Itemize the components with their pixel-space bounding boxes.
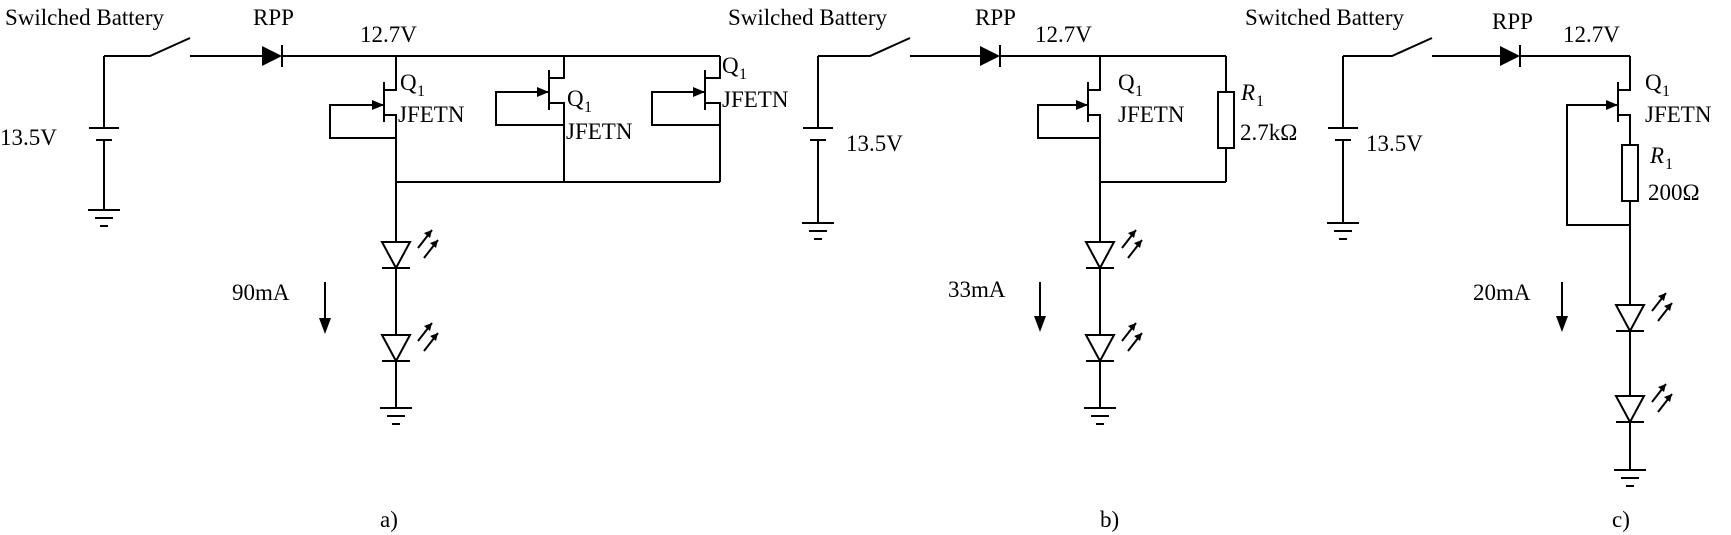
diode-label: RPP <box>975 5 1016 30</box>
jfet-type: JFETN <box>1118 102 1185 127</box>
diode-label: RPP <box>1492 9 1533 34</box>
node-voltage: 12.7V <box>360 22 417 47</box>
jfet-ref-sub: 1 <box>417 83 425 100</box>
led <box>1084 322 1143 408</box>
jfet-type: JFETN <box>1645 102 1712 127</box>
jfet-ref: Q <box>567 86 584 111</box>
jfet-ref: Q <box>722 53 739 78</box>
battery <box>88 56 120 227</box>
circuit-a: Swilched Battery RPP 12.7V 13.5V <box>0 5 789 532</box>
resistor-ref: R <box>1649 143 1664 168</box>
jfet-ref-sub: 1 <box>584 99 592 116</box>
rpp-diode <box>980 45 1100 67</box>
jfet-ref: Q <box>1645 70 1662 95</box>
resistor-value: 2.7kΩ <box>1240 120 1297 145</box>
battery-voltage: 13.5V <box>846 131 903 156</box>
switch-label: Swilched Battery <box>728 5 888 30</box>
current-arrow <box>319 282 331 334</box>
jfet-q1: Q 1 JFETN <box>495 56 633 144</box>
ground-symbol <box>1084 407 1116 425</box>
jfet-type: JFETN <box>566 119 633 144</box>
node-voltage: 12.7V <box>1563 22 1620 47</box>
battery-switch <box>1343 37 1500 57</box>
battery <box>802 56 834 240</box>
resistor-ref: R <box>1240 80 1255 105</box>
jfet-ref: Q <box>400 70 417 95</box>
rpp-diode <box>262 45 396 67</box>
led <box>1614 383 1673 470</box>
current-label: 90mA <box>232 280 290 305</box>
caption: c) <box>1612 507 1630 532</box>
battery-voltage: 13.5V <box>0 125 57 150</box>
jfet-q1: Q 1 JFETN <box>651 53 789 182</box>
ground-symbol <box>1614 469 1646 487</box>
current-arrow <box>1556 282 1568 332</box>
jfet-ref-sub: 1 <box>1662 83 1670 100</box>
current-label: 20mA <box>1473 280 1531 305</box>
ground-symbol <box>380 407 412 425</box>
rpp-diode <box>1500 45 1630 67</box>
led <box>1614 292 1673 396</box>
led <box>1084 229 1143 335</box>
caption: a) <box>380 507 398 532</box>
jfet-type: JFETN <box>722 87 789 112</box>
resistor-ref-sub: 1 <box>1256 93 1264 110</box>
current-label: 33mA <box>948 277 1006 302</box>
battery-switch <box>818 37 980 57</box>
jfet-ref: Q <box>1118 70 1135 95</box>
jfet-ref-sub: 1 <box>739 66 747 83</box>
switch-label: Switched Battery <box>1245 5 1405 30</box>
led <box>380 229 439 335</box>
current-arrow <box>1034 282 1046 332</box>
switch-label: Swilched Battery <box>5 5 165 30</box>
battery-voltage: 13.5V <box>1366 131 1423 156</box>
resistor-r1: R 1 200Ω <box>1621 143 1700 305</box>
jfet-q1: Q 1 JFETN <box>1037 56 1185 182</box>
node-voltage: 12.7V <box>1035 22 1092 47</box>
battery-switch <box>104 37 262 57</box>
caption: b) <box>1100 507 1119 532</box>
led <box>380 322 439 408</box>
resistor-r1: R 1 2.7kΩ <box>1217 56 1297 182</box>
resistor-value: 200Ω <box>1648 180 1700 205</box>
battery <box>1327 56 1359 240</box>
jfet-ref-sub: 1 <box>1135 83 1143 100</box>
jfet-q1: Q 1 JFETN <box>1566 56 1712 226</box>
jfet-q1: Q 1 JFETN <box>329 56 465 182</box>
circuit-b: Swilched Battery RPP 12.7V 13.5V Q 1 <box>728 5 1297 532</box>
circuit-c: Switched Battery RPP 12.7V 13.5V Q 1 <box>1245 5 1712 532</box>
diode-label: RPP <box>253 5 294 30</box>
jfet-type: JFETN <box>398 102 465 127</box>
bottom-rail <box>396 125 720 183</box>
resistor-ref-sub: 1 <box>1665 156 1673 173</box>
